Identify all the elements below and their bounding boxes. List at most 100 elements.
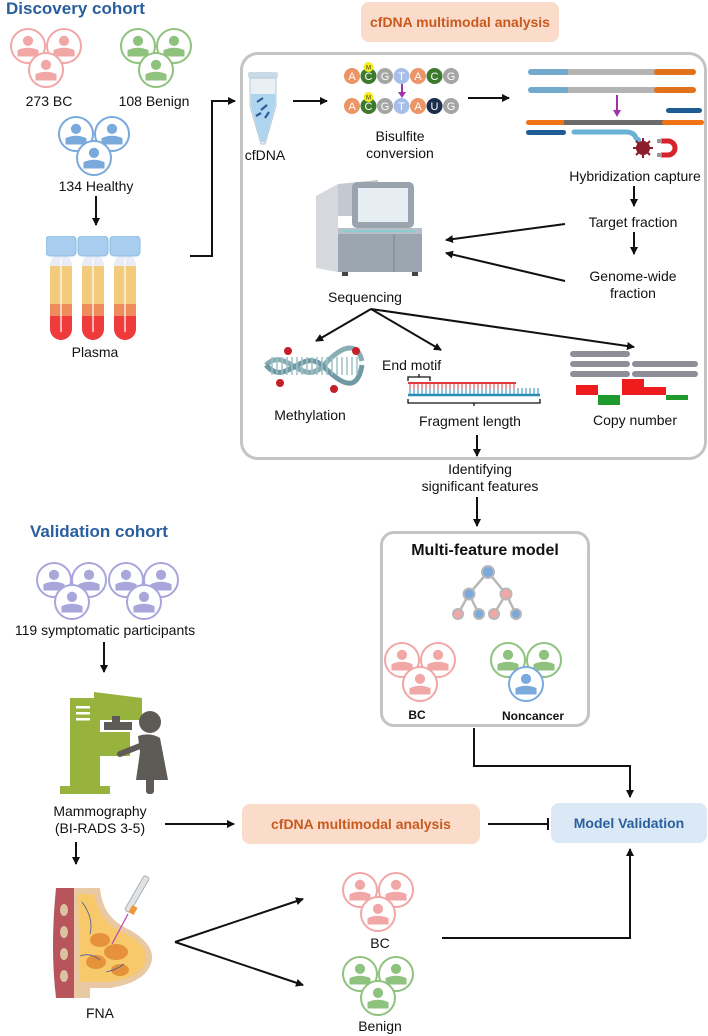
person-icon bbox=[126, 584, 162, 620]
base-G: G bbox=[377, 98, 393, 114]
person-icon bbox=[378, 956, 414, 992]
svg-text:U: U bbox=[431, 101, 439, 113]
person-icon bbox=[508, 666, 544, 702]
sequencing-label: Sequencing bbox=[328, 289, 402, 305]
person-icon bbox=[10, 28, 46, 64]
validation-bc-label: BC bbox=[370, 935, 390, 951]
hybridization-capture-icon bbox=[526, 69, 704, 158]
genome-wide-label-line2: fraction bbox=[610, 285, 656, 301]
person-icon bbox=[58, 116, 94, 152]
svg-text:T: T bbox=[398, 71, 405, 83]
person-icon bbox=[342, 872, 378, 908]
person-icon bbox=[76, 140, 112, 176]
base-T: T bbox=[393, 98, 410, 114]
base-G: G bbox=[443, 98, 459, 114]
fragment-icon bbox=[407, 374, 541, 406]
plasma-tube bbox=[77, 236, 109, 340]
arrow-model-to-validation bbox=[473, 728, 634, 798]
person-icon bbox=[94, 116, 130, 152]
mammography-label-line1: Mammography bbox=[53, 803, 147, 819]
person-icon bbox=[360, 896, 396, 932]
methyl-mark: M bbox=[363, 62, 374, 72]
arrow-plasma-to-analysis bbox=[190, 97, 236, 257]
model-noncancer-label: Noncancer bbox=[501, 709, 565, 723]
end-motif-label: End motif bbox=[382, 357, 442, 373]
base-G: G bbox=[443, 68, 459, 84]
cfdna-label: cfDNA bbox=[244, 147, 286, 163]
person-icon bbox=[378, 872, 414, 908]
person-icon bbox=[342, 956, 378, 992]
methylation-dna-icon bbox=[264, 345, 365, 393]
cfdna-analysis-title-pill: cfDNA multimodal analysis bbox=[361, 2, 559, 42]
person-icon bbox=[28, 52, 64, 88]
svg-text:C: C bbox=[431, 71, 439, 83]
svg-text:M: M bbox=[366, 66, 371, 72]
person-icon bbox=[156, 28, 192, 64]
svg-text:A: A bbox=[414, 101, 422, 113]
identifying-label-line1: Identifying bbox=[448, 461, 512, 477]
svg-text:C: C bbox=[365, 101, 373, 113]
fna-label: FNA bbox=[86, 1005, 114, 1021]
arrow-bc-to-validation bbox=[442, 848, 634, 939]
validation-bc-group-icon bbox=[342, 872, 414, 932]
svg-text:A: A bbox=[414, 71, 422, 83]
model-validation-pill: Model Validation bbox=[551, 803, 707, 843]
bisulfite-label-line1: Bisulfite bbox=[375, 128, 425, 144]
person-icon bbox=[526, 642, 562, 678]
mammography-icon bbox=[60, 692, 168, 794]
benign-group-icon bbox=[120, 28, 192, 88]
plasma-tube bbox=[46, 236, 77, 340]
svg-text:M: M bbox=[366, 96, 371, 102]
validation-cfdna-analysis-pill: cfDNA multimodal analysis bbox=[242, 804, 480, 844]
cfdna-tube-icon bbox=[248, 72, 278, 145]
model-title: Multi-feature model bbox=[411, 542, 559, 559]
fragment-length-label: Fragment length bbox=[419, 413, 521, 429]
methyl-mark: M bbox=[363, 92, 374, 102]
svg-text:A: A bbox=[348, 101, 356, 113]
svg-text:G: G bbox=[447, 71, 456, 83]
person-icon bbox=[402, 666, 438, 702]
svg-text:G: G bbox=[381, 71, 390, 83]
bc-count-label: 273 BC bbox=[25, 93, 73, 109]
person-icon bbox=[120, 28, 156, 64]
base-T: T bbox=[393, 68, 410, 84]
participants-group-icon bbox=[36, 562, 179, 620]
base-C: C bbox=[360, 98, 377, 114]
hybridization-label: Hybridization capture bbox=[569, 168, 701, 184]
person-icon bbox=[420, 642, 456, 678]
person-icon bbox=[360, 980, 396, 1016]
discovery-cohort-heading: Discovery cohort bbox=[6, 0, 145, 18]
person-icon bbox=[384, 642, 420, 678]
healthy-group-icon bbox=[58, 116, 130, 176]
bisulfite-label-line2: conversion bbox=[366, 145, 434, 161]
sequencer-icon bbox=[316, 180, 422, 276]
svg-text:G: G bbox=[381, 101, 390, 113]
base-C: C bbox=[426, 68, 443, 84]
fna-breast-icon bbox=[53, 875, 153, 998]
svg-text:C: C bbox=[365, 71, 373, 83]
person-icon bbox=[54, 584, 90, 620]
base-A: A bbox=[410, 68, 426, 84]
base-U: U bbox=[426, 98, 443, 114]
plasma-label: Plasma bbox=[71, 344, 119, 360]
plasma-tube bbox=[109, 236, 141, 340]
validation-benign-group-icon bbox=[342, 956, 414, 1016]
base-A: A bbox=[344, 98, 360, 114]
validation-cohort-heading: Validation cohort bbox=[30, 522, 168, 541]
person-icon bbox=[490, 642, 526, 678]
plasma-tubes-icon bbox=[46, 236, 141, 340]
copy-number-label: Copy number bbox=[592, 412, 678, 428]
target-fraction-label: Target fraction bbox=[588, 214, 678, 230]
svg-text:G: G bbox=[447, 101, 456, 113]
validation-benign-label: Benign bbox=[358, 1018, 402, 1034]
model-bc-label: BC bbox=[408, 708, 426, 722]
copy-number-icon bbox=[570, 351, 698, 405]
svg-text:T: T bbox=[398, 101, 405, 113]
person-icon bbox=[138, 52, 174, 88]
methylation-label: Methylation bbox=[274, 407, 346, 423]
base-A: A bbox=[410, 98, 426, 114]
bc-group-icon bbox=[10, 28, 82, 88]
base-A: A bbox=[344, 68, 360, 84]
arrow-fna-to-benign bbox=[174, 941, 304, 987]
